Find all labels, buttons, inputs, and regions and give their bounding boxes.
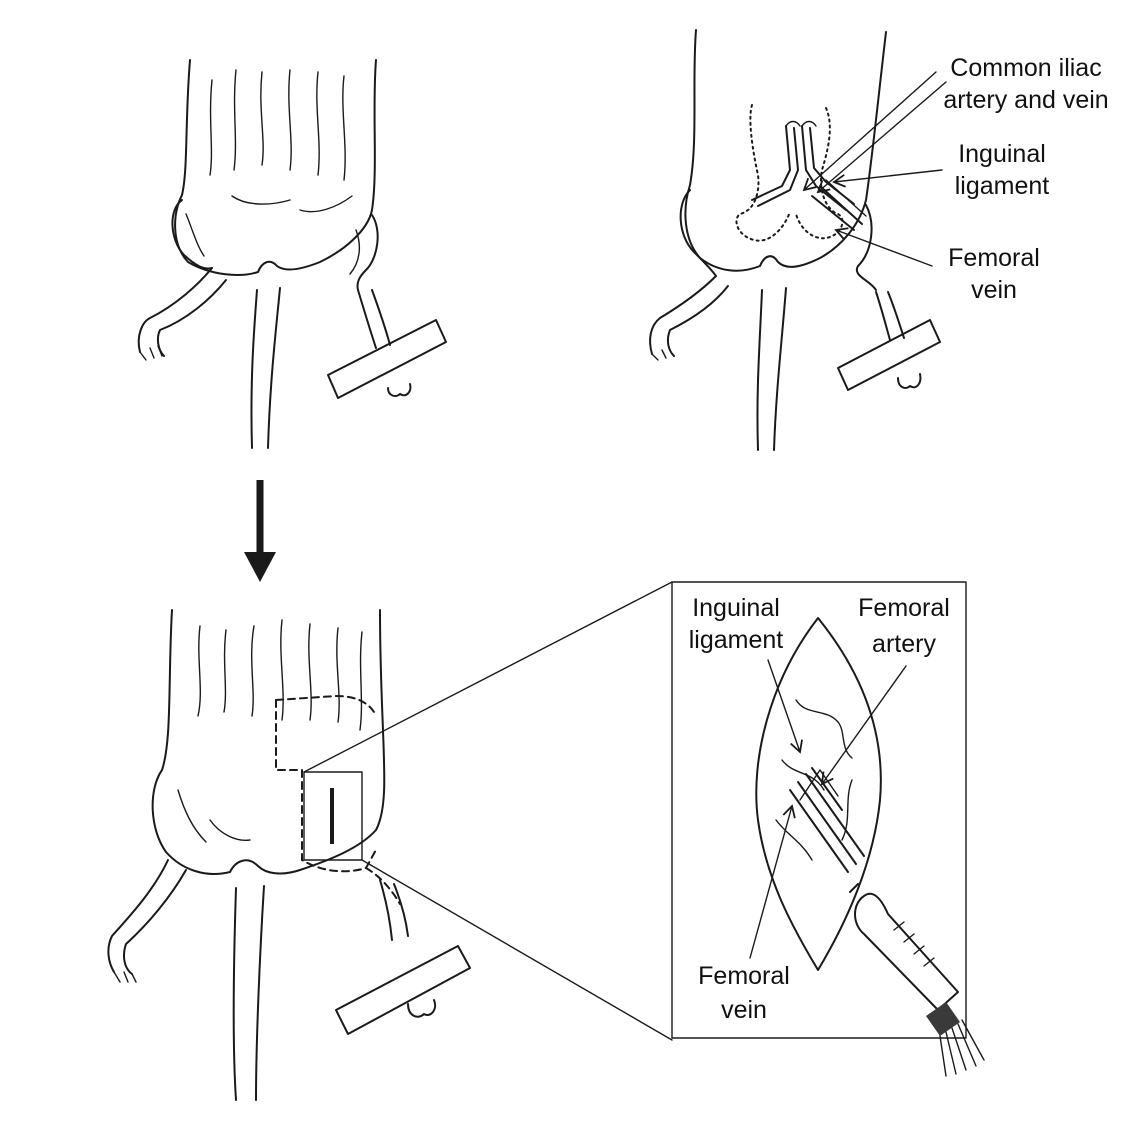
label-femoral-vein-line2: vein bbox=[971, 276, 1017, 304]
rat-incision-illustration bbox=[108, 610, 470, 1100]
label-inset-femoral-vein-line2: vein bbox=[721, 996, 767, 1024]
zoom-line-bottom bbox=[362, 860, 672, 1040]
rat-anatomy-illustration: Common iliac artery and vein Inguinal li… bbox=[650, 30, 1109, 450]
down-arrow-icon bbox=[244, 480, 276, 582]
label-inset-femoral-artery-line2: artery bbox=[872, 630, 936, 658]
label-common-iliac-line1: Common iliac bbox=[950, 54, 1101, 82]
label-inset-femoral-artery-line1: Femoral bbox=[858, 594, 950, 622]
label-common-iliac-line2: artery and vein bbox=[943, 86, 1108, 114]
zoom-line-top bbox=[304, 582, 672, 772]
label-inset-inguinal-line2: ligament bbox=[689, 626, 784, 654]
label-femoral-vein-line1: Femoral bbox=[948, 244, 1040, 272]
label-inguinal-ligament-line1: Inguinal bbox=[958, 140, 1046, 168]
label-inset-inguinal-line1: Inguinal bbox=[692, 594, 780, 622]
incision-inset: Inguinal ligament Femoral artery Femoral… bbox=[672, 582, 984, 1076]
rat-intact-illustration bbox=[139, 60, 446, 448]
label-inguinal-ligament-line2: ligament bbox=[955, 172, 1050, 200]
label-inset-femoral-vein-line1: Femoral bbox=[698, 962, 790, 990]
